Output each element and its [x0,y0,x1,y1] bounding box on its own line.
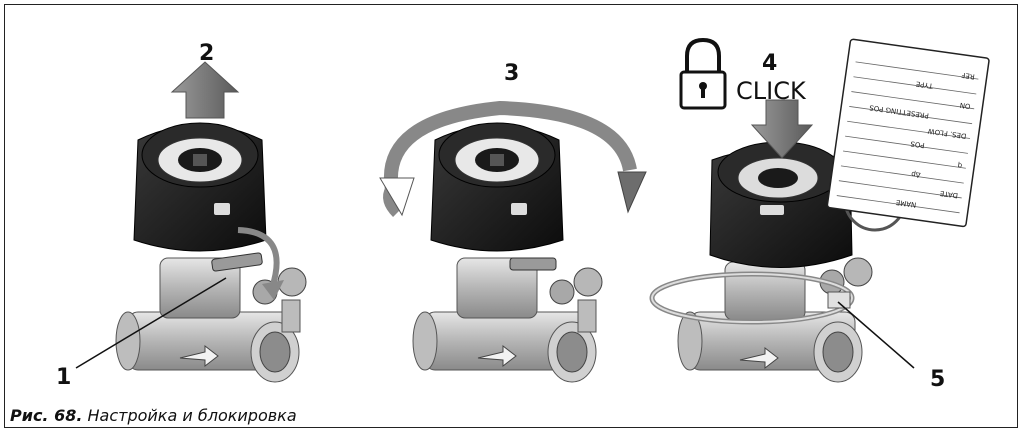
tag-line: REF [961,71,975,81]
tag-line: DATE [939,189,958,199]
tag-line: TYPE [915,80,934,90]
tag-rule [845,135,968,154]
tag-rule [851,91,975,110]
tag-rule [836,195,960,214]
tag-line: q [957,161,963,170]
caption-prefix: Рис. 68. [10,406,83,425]
valve-2 [379,100,647,383]
tag-rule [855,61,979,80]
tag-rule [849,106,973,125]
tag-line: ON [959,101,971,110]
caption-text: Настройка и блокировка [82,406,297,425]
tag-rule [842,150,966,169]
click-label: CLICK [736,77,807,105]
valve-1 [75,61,307,383]
tag-line: NAME [895,198,916,209]
padlock-icon [679,37,727,110]
step-5-label: 5 [930,367,945,392]
figure-caption: Рис. 68. Настройка и блокировка [10,406,297,425]
tag-rule [840,165,964,184]
tag-line: Δp [910,170,921,179]
tag-rule [847,120,971,139]
step-4-label: 4 [762,51,777,76]
step-2-label: 2 [199,41,214,66]
tag-rule [853,76,977,95]
step-3-label: 3 [504,61,519,86]
tag-line: POS [909,139,925,149]
step-1-label: 1 [56,365,71,390]
tag-rule [838,180,962,199]
